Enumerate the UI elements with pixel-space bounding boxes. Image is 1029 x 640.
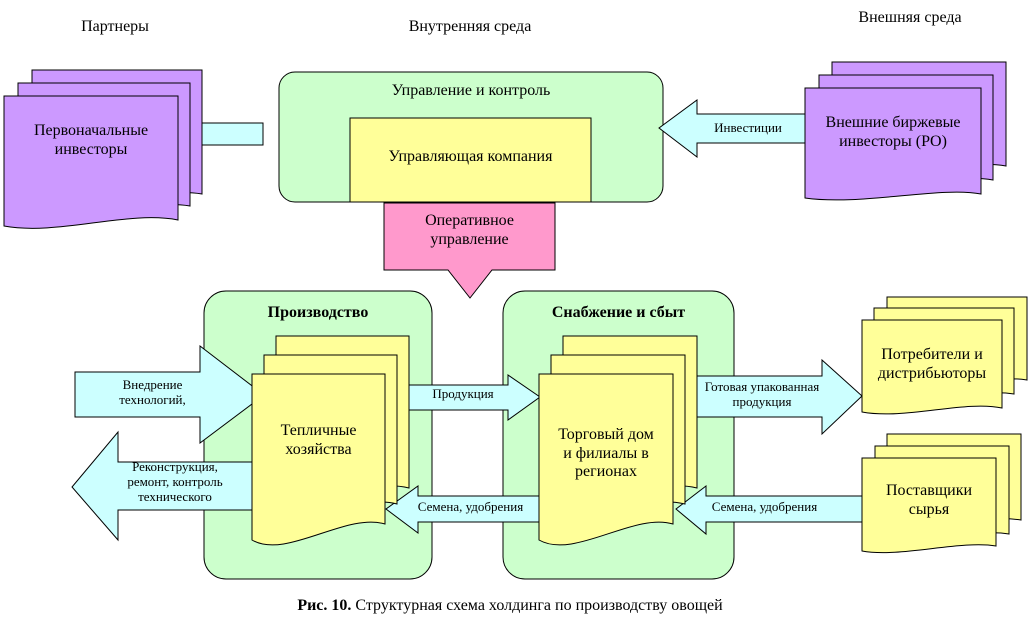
suppliers-label: Поставщики сырья	[885, 482, 973, 518]
management-title: Управление и контроль	[391, 81, 551, 99]
greenhouses-doc	[251, 373, 386, 546]
investments-arrow	[658, 99, 807, 159]
reconstruction-arrow	[71, 430, 253, 542]
exchange-investors-label: Внешние биржевые инвесторы (PO)	[825, 114, 961, 150]
internal-env-header: Внутренняя среда	[408, 17, 532, 35]
trade-house-doc	[538, 373, 674, 546]
external-env-header: Внешняя среда	[858, 8, 962, 26]
greenhouses-label: Тепличные хозяйства	[280, 422, 357, 458]
supply-title: Снабжение и сбыт	[551, 303, 686, 321]
products-arrow-label: Продукция	[432, 385, 494, 401]
exchange-investors-doc	[804, 87, 982, 201]
management-company-label: Управляющая компания	[388, 147, 553, 165]
investments-label: Инвестиции	[714, 119, 782, 135]
tech-arrow-label: Внедрение технологий,	[119, 377, 186, 407]
products-arrow	[405, 374, 541, 421]
trade-house-label: Торговый дом и филиалы в регионах	[558, 425, 654, 481]
figure-caption: Рис. 10. Структурная схема холдинга по п…	[200, 594, 820, 618]
seeds-inner-arrow-label: Семена, удобрения	[417, 498, 524, 514]
operational-management-label: Оперативное управление	[425, 212, 514, 248]
seeds-outer-arrow	[675, 484, 863, 536]
initial-investors-label: Первоначальные инвесторы	[33, 122, 149, 158]
reconstruction-arrow-label: Реконструкция, ремонт, контроль техничес…	[127, 460, 223, 510]
packaged-arrow	[689, 358, 863, 436]
initial-investors-doc	[3, 95, 179, 229]
tech-arrow	[74, 344, 265, 444]
operational-arrow	[383, 202, 556, 299]
consumers-doc	[861, 319, 1003, 415]
figure-caption-text: Структурная схема холдинга по производст…	[351, 596, 723, 614]
seeds-outer-arrow-label: Семена, удобрения	[711, 498, 818, 514]
consumers-label: Потребители и дистрибьюторы	[877, 346, 987, 382]
packaged-arrow-label: Готовая упакованная продукция	[704, 379, 820, 409]
management-company-box	[349, 117, 592, 203]
seeds-inner-arrow	[385, 485, 542, 534]
production-title: Производство	[267, 303, 369, 321]
suppliers-doc	[861, 457, 997, 554]
figure-caption-number: Рис. 10.	[297, 596, 352, 614]
partners-header: Партнеры	[81, 17, 149, 35]
